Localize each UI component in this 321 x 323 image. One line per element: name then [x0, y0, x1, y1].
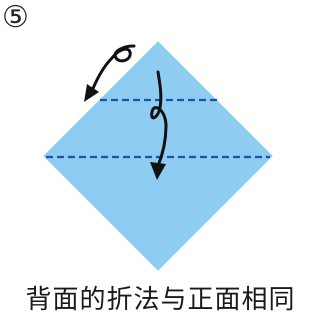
- step-number: ⑤: [2, 0, 29, 35]
- caption: 背面的折法与正面相同: [25, 285, 296, 315]
- loop-arrow-icon: [84, 44, 136, 102]
- curled-down-arrow-icon: [150, 70, 168, 180]
